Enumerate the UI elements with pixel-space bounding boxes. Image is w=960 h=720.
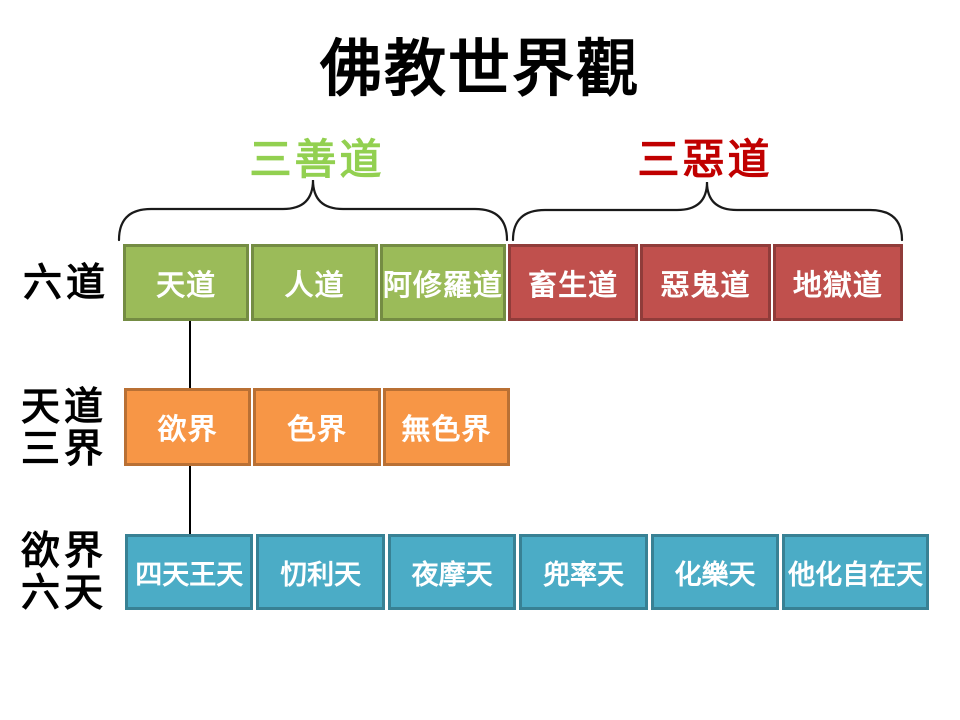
brace-good-icon [117, 179, 509, 242]
realm-box: 無色界 [382, 388, 510, 466]
page-title: 佛教世界觀 [319, 32, 640, 105]
realm-box: 色界 [253, 388, 381, 466]
connector-line [189, 466, 191, 534]
six-paths-label-text: 六道 [22, 260, 109, 306]
heaven-box: 化樂天 [650, 534, 780, 610]
good-paths-group: 天道 人道 阿修羅道 [123, 244, 506, 321]
path-box: 地獄道 [772, 244, 903, 321]
brace-evil-icon [511, 181, 904, 242]
six-heavens-row: 四天王天 忉利天 夜摩天 兜率天 化樂天 他化自在天 [125, 534, 929, 610]
legend-good-label: 三善道 [249, 135, 385, 184]
heaven-box: 四天王天 [125, 534, 254, 610]
evil-paths-group: 畜生道 惡鬼道 地獄道 [508, 244, 903, 321]
path-box: 惡鬼道 [640, 244, 771, 321]
six-heavens-label-line: 欲界 [20, 528, 107, 574]
heaven-box: 忉利天 [256, 534, 385, 610]
six-heavens-label-line: 六天 [20, 570, 107, 616]
path-box: 畜生道 [508, 244, 639, 321]
three-realms-row: 欲界 色界 無色界 [124, 388, 510, 466]
six-paths-row: 天道 人道 阿修羅道 畜生道 惡鬼道 地獄道 [123, 244, 903, 321]
three-realms-label-line: 三界 [20, 426, 107, 472]
six-paths-label: 六道 [22, 262, 110, 304]
path-box: 人道 [251, 244, 378, 321]
heaven-box: 他化自在天 [782, 534, 929, 610]
three-realms-label: 天道 三界 [18, 386, 110, 470]
path-box: 天道 [123, 244, 250, 321]
three-realms-label-line: 天道 [20, 384, 107, 430]
six-heavens-label: 欲界 六天 [18, 530, 110, 614]
heaven-box: 兜率天 [519, 534, 648, 610]
realm-box: 欲界 [124, 388, 252, 466]
heaven-box: 夜摩天 [387, 534, 517, 610]
legend-evil-label: 三惡道 [637, 135, 773, 184]
path-box: 阿修羅道 [379, 244, 506, 321]
connector-line [189, 321, 191, 389]
